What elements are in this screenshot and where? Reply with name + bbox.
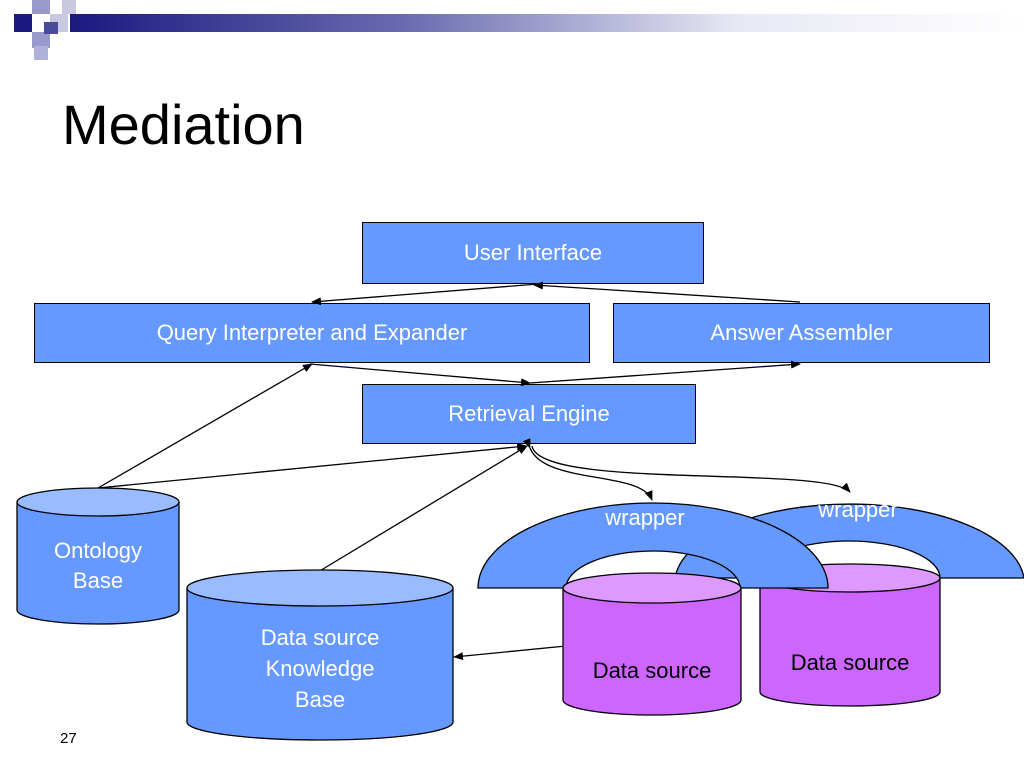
deco-square-lavender	[32, 0, 50, 14]
ontology-label-line2: Base	[73, 568, 123, 593]
data-source-2-cylinder: Data source	[759, 563, 941, 707]
user-interface-box: User Interface	[362, 222, 704, 284]
wrapper-connectors	[522, 438, 851, 501]
ontology-base-cylinder: Ontology Base	[16, 487, 180, 625]
retrieval-engine-label: Retrieval Engine	[448, 401, 610, 426]
connectors	[97, 281, 801, 661]
arrow-retrieval-to-assembler	[529, 360, 801, 384]
arrow-assembler-to-ui	[533, 281, 801, 303]
arrow-retrieval-wrapper-2	[531, 445, 851, 493]
header-decoration	[0, 0, 1024, 70]
retrieval-engine-box: Retrieval Engine	[362, 384, 696, 444]
arrow-ui-to-query	[311, 283, 539, 306]
header-gradient-bar	[70, 14, 1024, 32]
answer-assembler-label: Answer Assembler	[710, 320, 893, 345]
data-source-2-label: Data source	[791, 650, 910, 675]
deco-square-lavender	[34, 46, 48, 60]
wrapper-1-arch: wrapper	[477, 502, 829, 589]
knowledge-label-line2: Knowledge	[266, 656, 375, 681]
wrapper-2-label: wrapper	[817, 497, 897, 522]
arrow-knowledge-to-retrieval	[317, 445, 528, 573]
knowledge-label-line1: Data source	[261, 625, 380, 650]
arrow-ontology-to-retrieval	[97, 442, 527, 489]
arrow-query-to-retrieval	[309, 363, 531, 387]
query-interpreter-label: Query Interpreter and Expander	[156, 320, 468, 345]
page-number: 27	[60, 730, 77, 747]
knowledge-base-cylinder: Data source Knowledge Base	[186, 569, 454, 741]
query-interpreter-box: Query Interpreter and Expander	[34, 303, 590, 363]
user-interface-label: User Interface	[463, 240, 603, 265]
deco-square-lavender	[62, 0, 76, 14]
data-source-1-cylinder: Data source	[562, 572, 742, 716]
knowledge-label-line3: Base	[295, 687, 345, 712]
wrapper-1-label: wrapper	[604, 505, 684, 530]
arrow-ontology-to-query	[97, 363, 313, 489]
arrow-datasource-to-knowledge	[453, 645, 567, 661]
data-source-1-label: Data source	[593, 658, 712, 683]
ontology-label-line1: Ontology	[54, 538, 142, 563]
deco-square-navy	[44, 22, 58, 34]
arrow-retrieval-wrapper-1	[522, 438, 653, 501]
deco-square-navy	[14, 14, 32, 32]
slide-title: Mediation	[62, 93, 305, 156]
answer-assembler-box: Answer Assembler	[613, 303, 990, 363]
deco-square-lavender	[32, 32, 50, 48]
